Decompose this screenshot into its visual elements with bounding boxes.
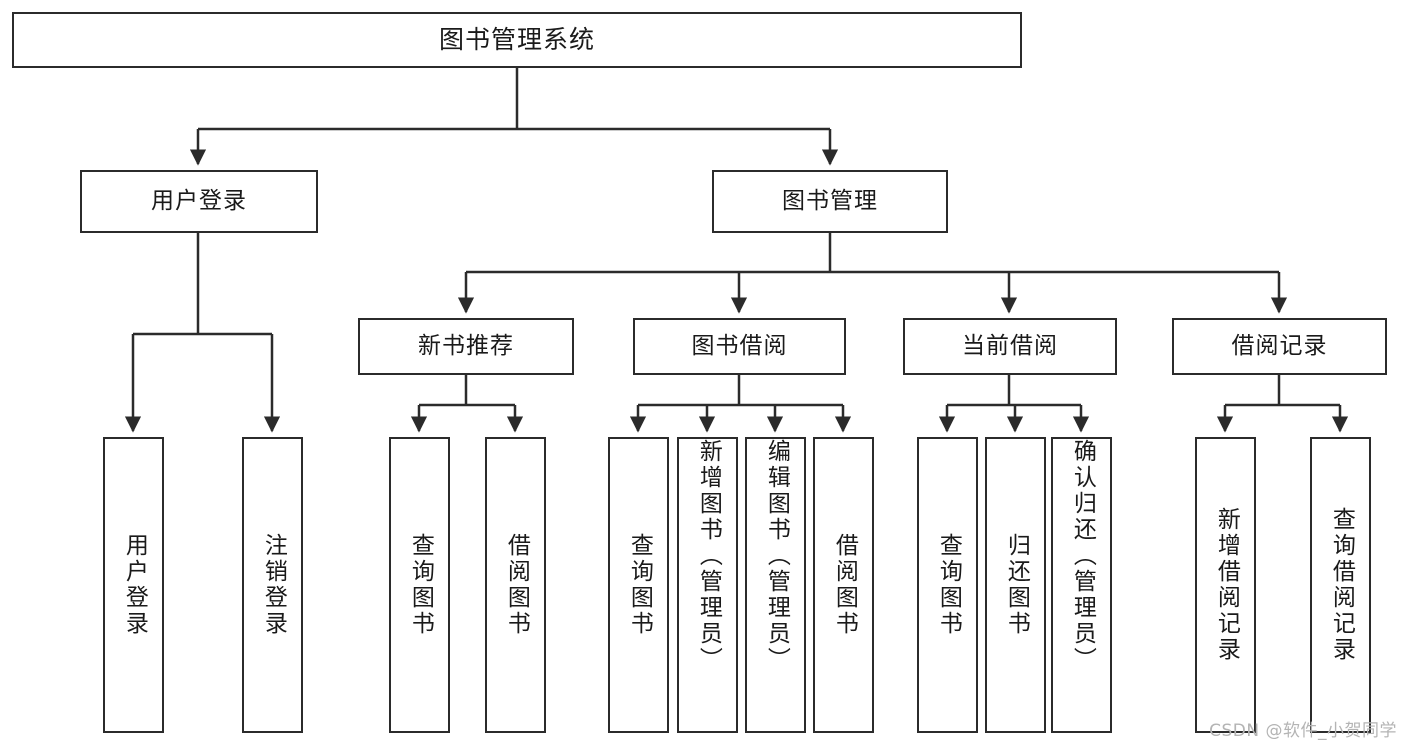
watermark-text: CSDN @软件_小贺同学 (1209, 721, 1397, 741)
leaf-new-book-borrow[interactable]: 借阅图书 (485, 437, 546, 733)
leaf-label: 确认归还（管理员） (1069, 439, 1096, 673)
leaf-label: 查询图书 (935, 533, 962, 637)
leaf-borrow-record-add[interactable]: 新增借阅记录 (1195, 437, 1256, 733)
leaf-new-book-query[interactable]: 查询图书 (389, 437, 450, 733)
leaf-label: 用户登录 (121, 533, 148, 637)
leaf-label: 查询图书 (407, 533, 434, 637)
leaf-book-borrow-edit[interactable]: 编辑图书（管理员） (745, 437, 806, 733)
leaf-label: 查询借阅记录 (1328, 507, 1355, 663)
leaf-current-borrow-return[interactable]: 归还图书 (985, 437, 1046, 733)
leaf-current-borrow-query[interactable]: 查询图书 (917, 437, 978, 733)
node-new-book-recommend[interactable]: 新书推荐 (358, 318, 574, 375)
node-book-borrow[interactable]: 图书借阅 (633, 318, 846, 375)
leaf-borrow-record-query[interactable]: 查询借阅记录 (1310, 437, 1371, 733)
leaf-label: 借阅图书 (831, 533, 858, 637)
leaf-label: 新增图书（管理员） (695, 439, 722, 673)
leaf-label: 归还图书 (1003, 533, 1030, 637)
leaf-book-borrow-borrow[interactable]: 借阅图书 (813, 437, 874, 733)
leaf-label: 查询图书 (626, 533, 653, 637)
node-user-login[interactable]: 用户登录 (80, 170, 318, 233)
leaf-current-borrow-confirm[interactable]: 确认归还（管理员） (1051, 437, 1112, 733)
node-borrow-record[interactable]: 借阅记录 (1172, 318, 1387, 375)
node-current-borrow[interactable]: 当前借阅 (903, 318, 1117, 375)
node-root-system[interactable]: 图书管理系统 (12, 12, 1022, 68)
leaf-book-borrow-add[interactable]: 新增图书（管理员） (677, 437, 738, 733)
leaf-book-borrow-query[interactable]: 查询图书 (608, 437, 669, 733)
leaf-user-login-logout[interactable]: 注销登录 (242, 437, 303, 733)
node-book-management[interactable]: 图书管理 (712, 170, 948, 233)
leaf-user-login-login[interactable]: 用户登录 (103, 437, 164, 733)
leaf-label: 借阅图书 (503, 533, 530, 637)
leaf-label: 新增借阅记录 (1213, 507, 1240, 663)
leaf-label: 编辑图书（管理员） (763, 439, 790, 673)
leaf-label: 注销登录 (260, 533, 287, 637)
